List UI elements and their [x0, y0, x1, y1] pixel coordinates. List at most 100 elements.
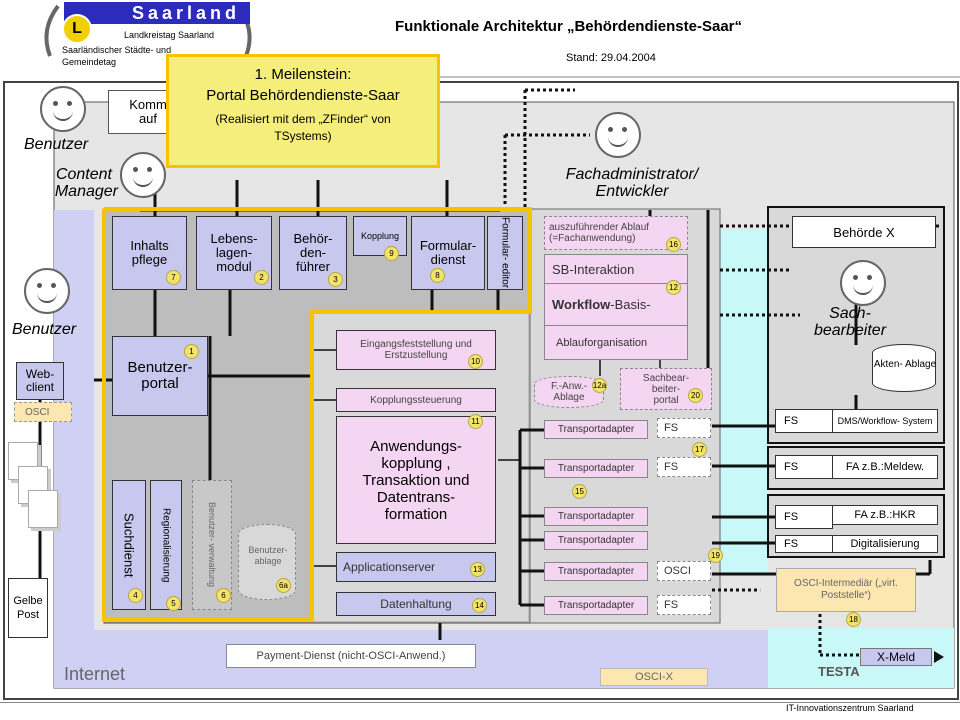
regionalisierung-label: Regionalisierung [160, 507, 172, 583]
webclient-label: Web- client [25, 367, 55, 394]
fs-label-3: FS [784, 511, 799, 523]
fachadmin-label-1: Fachadministrator/ [565, 166, 699, 183]
formulardienst-label: Formular- dienst [419, 238, 477, 267]
fa-hkr-box: FA z.B.:HKR [832, 505, 938, 525]
content-manager-label-1: Content [55, 166, 112, 183]
fs-label-4: FS [784, 538, 799, 550]
documents-stack-icon [8, 442, 58, 532]
saarland-logo: Saarland [64, 2, 250, 24]
footer-bar [0, 702, 960, 703]
benutzer-left-label: Benutzer [12, 321, 77, 338]
osci-x-box: OSCI-X [600, 668, 708, 686]
benutzer-top-smiley-icon [40, 86, 86, 132]
badge-7: 7 [166, 270, 181, 285]
transportadapter-2: Transportadapter [544, 459, 648, 478]
datenhaltung-module: Datenhaltung [336, 592, 496, 616]
badge-14: 14 [472, 598, 487, 613]
callout-line3: (Realisiert mit dem „ZFinder“ von TSyste… [215, 112, 391, 143]
content-manager-smiley-icon [120, 152, 166, 198]
workflow-sep-1 [545, 283, 687, 284]
fs-label-2: FS [784, 461, 799, 473]
auszufuehrender-label: auszuführender Ablauf (=Fachanwendung) [549, 222, 650, 244]
badge-20: 20 [688, 388, 703, 403]
kommune-line2: auf [138, 111, 158, 126]
anwendungskopplung-label: Anwendungs- kopplung , Transaktion und D… [362, 437, 470, 523]
badge-5: 5 [166, 596, 181, 611]
osci-left-label: OSCI [25, 406, 50, 418]
sachbearbeiterportal-label: Sachbear- beiter- portal [642, 372, 690, 406]
payment-label: Payment-Dienst (nicht-OSCI-Anwend.) [256, 650, 446, 662]
fs-box-2: FS [775, 455, 833, 479]
osci-left-box: OSCI [14, 402, 72, 422]
fs-dashed-2: FS [657, 457, 711, 477]
org-staedtetag-2: Gemeindetag [62, 57, 117, 67]
suchdienst-label: Suchdienst [121, 512, 137, 578]
digitalisierung-label: Digitalisierung [850, 538, 920, 550]
sb-interaktion-label: SB-Interaktion [552, 262, 635, 277]
workflow-basis: -Basis- [610, 297, 651, 312]
fa-hkr-label: FA z.B.:HKR [854, 509, 916, 521]
akten-ablage-cylinder: Akten- Ablage [872, 344, 936, 392]
badge-18: 18 [846, 612, 861, 627]
applicationserver-module: Applicationserver [336, 552, 496, 582]
sachbearbeiter-label-2: bearbeiter [813, 322, 887, 339]
badge-15: 15 [572, 484, 587, 499]
fs-dashed-3: FS [657, 595, 711, 615]
benutzerportal-label: Benutzer- portal [127, 359, 193, 392]
eingang-label: Eingangsfeststellung und Erstzustellung [360, 339, 472, 361]
badge-9: 9 [384, 246, 399, 261]
dms-box: DMS/Workflow- System [832, 409, 938, 433]
kopplung-module: Kopplung [353, 216, 407, 256]
benutzerablage-label: Benutzer- ablage [248, 545, 288, 566]
behoerde-x-label: Behörde X [833, 224, 895, 240]
workflow-basis-box [544, 254, 688, 360]
badge-2: 2 [254, 270, 269, 285]
osci-x-label: OSCI-X [635, 671, 673, 683]
footer-label: IT-Innovationszentrum Saarland [786, 703, 914, 713]
milestone-callout: 1. Meilenstein: Portal Behördendienste-S… [166, 54, 440, 168]
sachbearbeiter-smiley-icon [840, 260, 886, 306]
gelbe-post-label: Gelbe Post [13, 595, 43, 621]
transportadapter-4: Transportadapter [544, 531, 648, 550]
saarland-emblem-icon: L [62, 14, 92, 44]
fs-box-1: FS [775, 409, 833, 433]
workflow-label: Workflow-Basis- [552, 297, 651, 312]
payment-dienst-box: Payment-Dienst (nicht-OSCI-Anwend.) [226, 644, 476, 668]
gelbe-post-box: Gelbe Post [8, 578, 48, 638]
kopplungssteuerung-label: Kopplungssteuerung [370, 394, 462, 406]
org-staedtetag-1: Saarländischer Städte- und [62, 45, 172, 55]
kopplungssteuerung-module: Kopplungssteuerung [336, 388, 496, 412]
kopplung-label: Kopplung [360, 231, 400, 241]
testa-label: TESTA [818, 664, 860, 679]
formulardienst-module: Formular- dienst [411, 216, 485, 290]
benutzer-top-label: Benutzer [24, 136, 89, 153]
badge-3: 3 [328, 272, 343, 287]
formulareditor-label: Formular- editor [499, 217, 511, 289]
transportadapter-5: Transportadapter [544, 562, 648, 581]
fanw-ablage-label: F.-Anw.- Ablage [550, 381, 588, 403]
fa-meldew-box: FA z.B.:Meldew. [832, 455, 938, 479]
webclient-box: Web- client [16, 362, 64, 400]
fs-box-4: FS [775, 535, 833, 553]
x-meld-arrow-icon [934, 651, 944, 663]
transportadapter-1: Transportadapter [544, 420, 648, 439]
badge-1: 1 [184, 344, 199, 359]
badge-6a: 6a [276, 578, 291, 593]
benutzerverwaltung-label: Benutzer- verwaltung [207, 502, 217, 588]
badge-8: 8 [430, 268, 445, 283]
transportadapter-6: Transportadapter [544, 596, 648, 615]
fa-meldew-label: FA z.B.:Meldew. [845, 461, 925, 473]
badge-13: 13 [470, 562, 485, 577]
sachbearbeiter-label-1: Sach- [829, 305, 871, 322]
callout-line1: 1. Meilenstein: [254, 66, 352, 83]
org-landkreistag: Landkreistag Saarland [124, 30, 215, 40]
page-title: Funktionale Architektur „Behördendienste… [395, 18, 743, 35]
behoerdenfuehrer-label: Behör- den- führer [293, 231, 333, 274]
formulareditor-module: Formular- editor [487, 216, 523, 290]
callout-line2: Portal Behördendienste-Saar [206, 87, 400, 104]
suchdienst-module: Suchdienst [112, 480, 146, 610]
x-meld-label: X-Meld [876, 650, 915, 664]
fs-label-1: FS [784, 415, 799, 427]
badge-12a: 12a [592, 378, 607, 393]
datenhaltung-label: Datenhaltung [380, 597, 452, 611]
